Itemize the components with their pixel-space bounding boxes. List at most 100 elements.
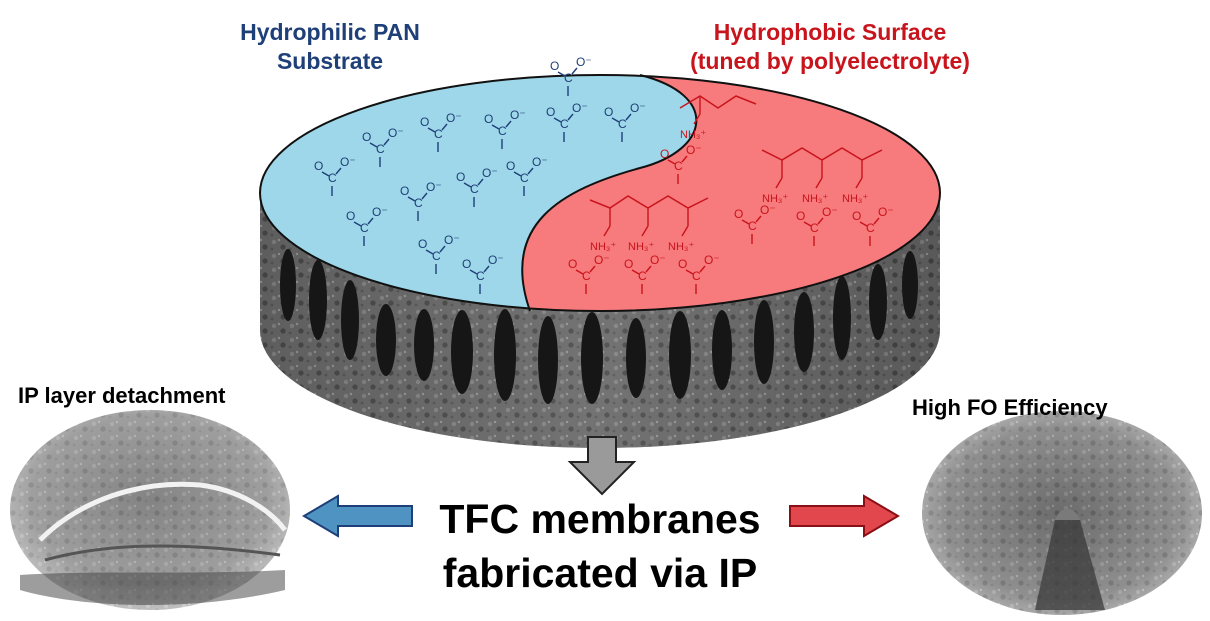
oxygen-anion-label: O⁻: [426, 180, 442, 194]
oxygen-anion-label: O⁻: [594, 253, 610, 267]
carboxylate-group: OCO⁻: [568, 253, 610, 294]
double-bond: [353, 221, 362, 227]
amine-label: NH₃⁺: [762, 193, 788, 205]
membrane-cross-section: [260, 193, 940, 448]
oxygen-anion-label: O⁻: [822, 205, 838, 219]
carbon-label: C: [582, 269, 591, 283]
double-bond: [553, 117, 562, 123]
polymer-chain: NH₃⁺: [679, 95, 757, 141]
carboxylate-group: OCO⁻: [362, 126, 404, 167]
single-bond: [483, 265, 490, 273]
single-bond: [505, 120, 512, 128]
carbon-label: C: [376, 142, 385, 156]
carboxylate-group: OCO⁻: [484, 108, 526, 149]
oxygen-anion-label: O⁻: [878, 205, 894, 219]
carbon-label: C: [432, 249, 441, 263]
oxygen-anion-label: O⁻: [572, 101, 588, 115]
carboxylate-group: OCO⁻: [796, 205, 838, 246]
carboxylate-group: OCO⁻: [462, 253, 504, 294]
oxygen-label: O: [734, 207, 743, 221]
carbon-label: C: [692, 269, 701, 283]
single-bond: [645, 265, 652, 273]
amine-label: NH₃⁺: [802, 193, 828, 205]
single-bond: [681, 155, 688, 163]
oxygen-label: O: [678, 257, 687, 271]
hydrophobic-title-line2: (tuned by polyelectrolyte): [690, 47, 970, 74]
hydrophilic-title: Hydrophilic PAN Substrate: [200, 18, 460, 76]
oxygen-anion-label: O⁻: [704, 253, 720, 267]
single-bond: [817, 217, 824, 225]
carboxylate-group: OCO⁻: [456, 166, 498, 207]
carbon-label: C: [866, 221, 875, 235]
carboxylate-group: OCO⁻: [624, 253, 666, 294]
polymer-chain: NH₃⁺NH₃⁺NH₃⁺: [761, 147, 883, 205]
right-arrow: [789, 494, 900, 538]
finger-like-pores: [280, 249, 918, 404]
single-bond: [625, 113, 632, 121]
amine-label: NH₃⁺: [680, 129, 706, 141]
single-bond: [873, 217, 880, 225]
oxygen-label: O: [462, 257, 471, 271]
carbon-label: C: [498, 124, 507, 138]
carboxylate-group: OCO⁻: [506, 155, 548, 196]
oxygen-label: O: [456, 170, 465, 184]
carboxylate-group: OCO⁻: [314, 155, 356, 196]
carbon-label: C: [564, 71, 573, 85]
oxygen-anion-label: O⁻: [388, 126, 404, 140]
side-chain-bond: [641, 225, 649, 237]
oxygen-anion-label: O⁻: [340, 155, 356, 169]
side-chain-bond: [775, 177, 783, 189]
carbon-label: C: [638, 269, 647, 283]
double-bond: [557, 71, 566, 77]
carboxylate-group: OCO⁻: [550, 55, 592, 96]
oxygen-label: O: [546, 105, 555, 119]
oxygen-label: O: [568, 257, 577, 271]
hydrophobic-title-line1: Hydrophobic Surface: [713, 19, 947, 45]
oxygen-label: O: [604, 105, 613, 119]
oxygen-anion-label: O⁻: [446, 111, 462, 125]
single-bond: [699, 265, 706, 273]
tfc-caption-line1: TFC membranes: [439, 496, 761, 542]
oxygen-anion-label: O⁻: [760, 203, 776, 217]
oxygen-label: O: [796, 209, 805, 223]
single-bond: [367, 217, 374, 225]
side-chain-bond: [603, 225, 611, 237]
single-bond: [755, 215, 762, 223]
carbon-label: C: [476, 269, 485, 283]
oxygen-anion-label: O⁻: [510, 108, 526, 122]
oxygen-label: O: [550, 59, 559, 73]
carbon-label: C: [748, 219, 757, 233]
side-chain-bond: [693, 113, 701, 125]
fo-efficiency-label: High FO Efficiency: [912, 395, 1108, 420]
polymer-chain: NH₃⁺NH₃⁺NH₃⁺: [589, 195, 709, 253]
oxygen-label: O: [400, 184, 409, 198]
oxygen-anion-label: O⁻: [630, 101, 646, 115]
carboxylate-group: OCO⁻: [660, 143, 702, 184]
side-chain-bond: [855, 177, 863, 189]
side-chain-bond: [681, 225, 689, 237]
oxygen-label: O: [346, 209, 355, 223]
oxygen-anion-label: O⁻: [372, 205, 388, 219]
oxygen-label: O: [852, 209, 861, 223]
polyelectrolyte-chains: NH₃⁺NH₃⁺NH₃⁺NH₃⁺NH₃⁺NH₃⁺NH₃⁺: [589, 95, 883, 253]
double-bond: [685, 269, 694, 275]
hydrophobic-title: Hydrophobic Surface (tuned by polyelectr…: [600, 18, 1060, 76]
ip-detachment-label: IP layer detachment: [18, 383, 226, 408]
tfc-caption-line2: fabricated via IP: [442, 550, 758, 597]
double-bond: [631, 269, 640, 275]
chain-backbone: [679, 95, 757, 109]
carbon-label: C: [674, 159, 683, 173]
oxygen-label: O: [362, 130, 371, 144]
double-bond: [741, 219, 750, 225]
oxygen-anion-label: O⁻: [650, 253, 666, 267]
carbon-label: C: [470, 182, 479, 196]
oxygen-label: O: [418, 237, 427, 251]
oxygen-label: O: [624, 257, 633, 271]
double-bond: [427, 127, 436, 133]
single-bond: [439, 245, 446, 253]
sem-detachment-image: [10, 410, 290, 610]
carboxylate-group: OCO⁻: [678, 253, 720, 294]
double-bond: [575, 269, 584, 275]
double-bond: [369, 142, 378, 148]
tfc-membranes-caption: TFC membranes fabricated via IP: [420, 492, 780, 600]
